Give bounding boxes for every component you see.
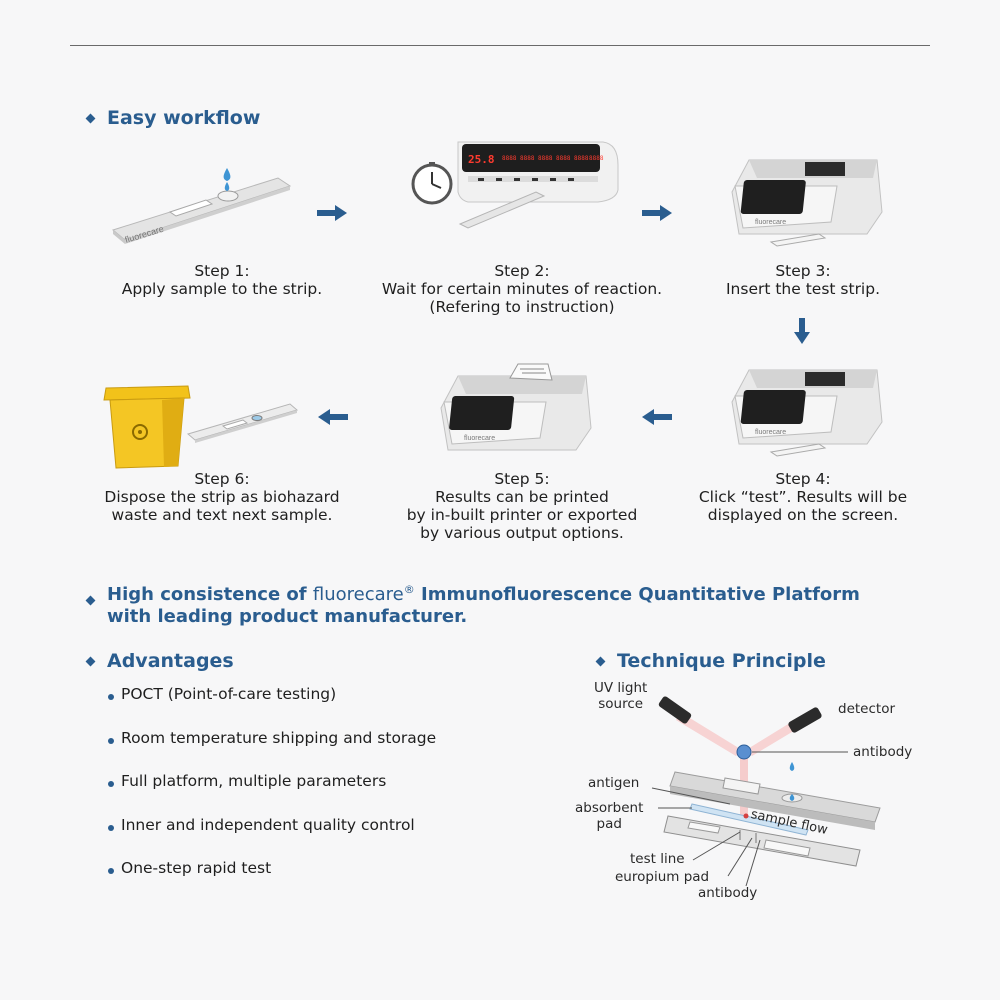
analyzer-printer-illustration: fluorecare [440,363,592,451]
bullet-dot-icon [108,694,114,700]
step-description: by various output options. [420,524,624,542]
technique-title: Technique Principle [617,650,826,672]
bullet-diamond-icon [85,113,96,124]
arrow-right-icon [317,205,347,221]
list-item: Inner and independent quality control [107,816,436,860]
step-description: waste and text next sample. [111,506,333,524]
workflow-title: Easy workflow [107,107,261,129]
consistency-prefix: High consistence of [107,584,307,605]
step-description: (Refering to instruction) [429,298,615,316]
step-number: Step 3: [775,262,831,280]
arrow-right-icon [642,205,672,221]
step-description: Wait for certain minutes of reaction. [381,280,663,298]
display-channel-value: 8888 [502,155,517,162]
step-description: Apply sample to the strip. [121,280,323,298]
step-3-caption: Step 3: Insert the test strip. [693,262,913,298]
list-item: One-step rapid test [107,859,436,903]
bullet-dot-icon [108,868,114,874]
analyzer-brand-text: fluorecare [755,219,786,226]
test-line-label: test line [630,851,685,867]
arrow-down-icon [794,318,810,344]
analyzer-brand-text: fluorecare [464,435,495,442]
step-4-caption: Step 4: Click “test”. Results will be di… [673,470,933,524]
technique-principle-diagram [651,696,881,887]
display-channel-value: 8888 [589,155,604,162]
clock-icon [411,162,453,205]
analyzer-insert-strip-illustration: fluorecare [731,159,883,247]
antigen-label: antigen [588,775,640,791]
step-number: Step 5: [494,470,550,488]
step-description: Click “test”. Results will be [698,488,908,506]
top-divider [70,45,930,46]
list-item: Full platform, multiple parameters [107,772,436,816]
bullet-diamond-icon [85,595,96,606]
bullet-diamond-icon [595,656,606,667]
step-description: displayed on the screen. [707,506,899,524]
analyzer-test-illustration: fluorecare [731,369,883,457]
analyzer-brand-text: fluorecare [755,429,786,436]
step-number: Step 4: [775,470,831,488]
display-channel-value: 8888 [556,155,571,162]
bullet-diamond-icon [85,656,96,667]
used-test-strip-illustration [186,403,299,443]
arrow-left-icon [642,409,672,425]
registered-mark: ® [403,583,415,596]
step-1-caption: Step 1: Apply sample to the strip. [97,262,347,298]
list-item: Room temperature shipping and storage [107,729,436,773]
display-main-value: 25.8 [468,153,495,166]
bullet-dot-icon [108,737,114,744]
bullet-dot-icon [108,824,114,831]
consistency-suffix: Immunofluorescence Quantitative Platform [421,584,860,605]
antibody-bottom-label: antibody [698,885,758,901]
step-description: Insert the test strip. [725,280,881,298]
step-5-caption: Step 5: Results can be printed by in-bui… [377,470,667,542]
europium-pad-label: europium pad [615,869,710,885]
step-description: Results can be printed [435,488,609,506]
biohazard-bin-illustration [103,385,191,469]
display-channel-value: 8888 [574,155,589,162]
step-number: Step 6: [194,470,250,488]
list-item: POCT (Point-of-care testing) [107,685,436,729]
bullet-dot-icon [108,781,114,787]
step-description: by in-built printer or exported [406,506,638,524]
step-6-caption: Step 6: Dispose the strip as biohazard w… [82,470,362,524]
step-2-caption: Step 2: Wait for certain minutes of reac… [352,262,692,316]
display-channel-value: 8888 [538,155,553,162]
uv-light-label: UV light source [594,680,648,712]
advantages-list: POCT (Point-of-care testing) Room temper… [107,685,436,903]
detector-label: detector [838,701,895,717]
step-number: Step 2: [494,262,550,280]
absorbent-pad-label: absorbent pad [575,800,644,832]
consistency-heading: High consistence of fluorecare® Immunofl… [107,579,860,628]
antibody-label: antibody [853,744,913,760]
brand-name: fluorecare® [312,583,415,605]
consistency-line2: with leading product manufacturer. [107,606,468,627]
step-description: Dispose the strip as biohazard [104,488,340,506]
arrow-left-icon [318,409,348,425]
multi-channel-analyzer-illustration: 25.8 8888 8888 8888 8888 8888 8888 [457,141,619,229]
display-channel-value: 8888 [520,155,535,162]
test-strip-drop-illustration: fluorecare [111,168,292,245]
advantages-title: Advantages [107,650,234,672]
step-number: Step 1: [194,262,250,280]
